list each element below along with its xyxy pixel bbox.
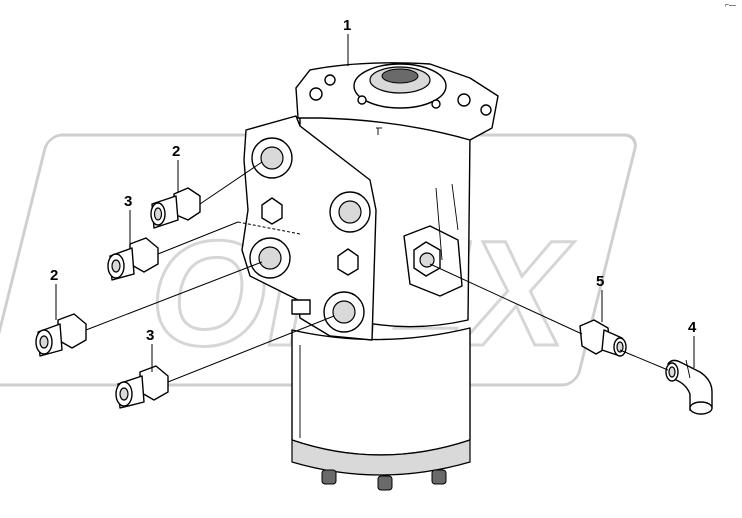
bottom-bolt — [431, 469, 447, 485]
callout-3-lower: 3 — [146, 327, 154, 344]
mount-hole — [324, 74, 336, 86]
fitting-5 — [579, 319, 627, 357]
mount-hole — [457, 93, 471, 107]
fitting-3-lower — [115, 365, 169, 409]
bottom-bolt — [321, 469, 337, 485]
fitting-3-upper — [107, 237, 159, 281]
leader-lines — [55, 34, 695, 383]
mount-hole — [309, 87, 323, 101]
callout-4: 4 — [688, 319, 697, 336]
lower-housing — [291, 327, 471, 456]
callout-2-lower: 2 — [50, 267, 58, 284]
shaft-bore — [381, 68, 419, 84]
mount-hole — [480, 104, 492, 116]
fitting-2-lower — [35, 313, 87, 357]
callout-2-upper: 2 — [172, 143, 180, 160]
bottom-bolt — [377, 475, 393, 491]
fitting-2-upper — [150, 187, 201, 229]
mount-hole — [431, 99, 441, 109]
mount-hole — [357, 95, 367, 105]
bottom-cap — [291, 439, 471, 476]
callout-1: 1 — [343, 17, 351, 34]
plug-hex — [337, 248, 359, 276]
fitting-4-elbow — [665, 359, 713, 415]
steering-unit — [241, 62, 499, 491]
plug-hex — [261, 197, 283, 225]
callout-5: 5 — [596, 273, 604, 290]
callout-3-upper: 3 — [124, 193, 132, 210]
tab — [291, 299, 311, 315]
corner-mark: ⌐— — [724, 2, 736, 9]
